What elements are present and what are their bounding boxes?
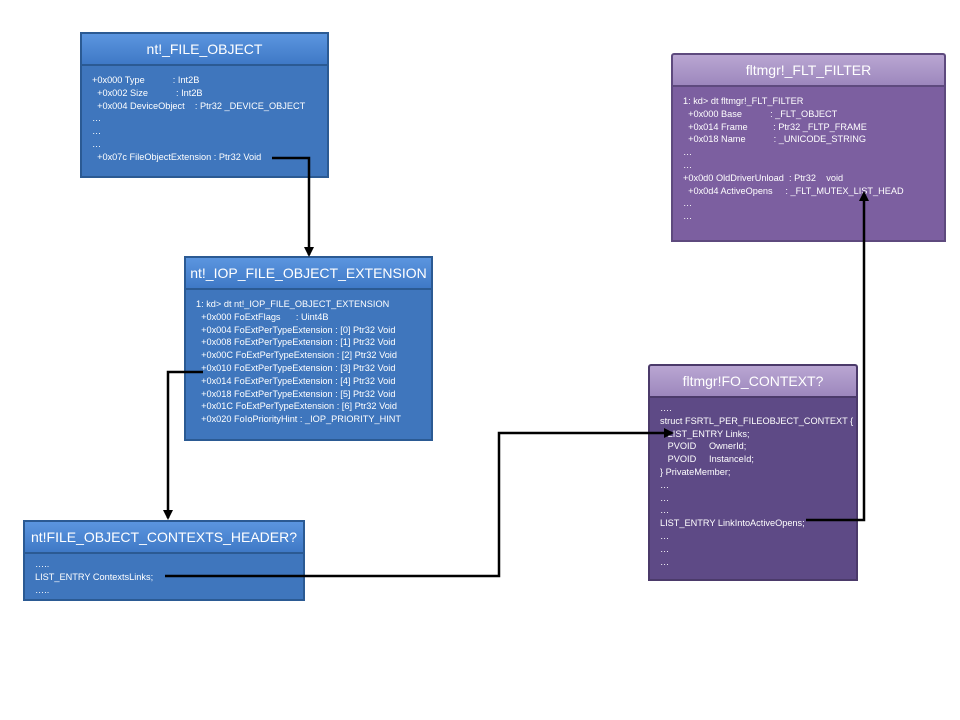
field-line: +0x014 FoExtPerTypeExtension : [4] Ptr32… (196, 375, 396, 386)
field-line: +0x010 FoExtPerTypeExtension : [3] Ptr32… (196, 362, 396, 373)
field-line: … (660, 556, 670, 567)
fo-context-title: fltmgr!FO_CONTEXT? (648, 364, 858, 396)
field-line: … (92, 126, 102, 137)
field-line: … (660, 479, 670, 490)
field-line: PVOID InstanceId; (660, 454, 754, 465)
field-line: … (683, 147, 693, 158)
flt-filter-box: fltmgr!_FLT_FILTER 1: kd> dt fltmgr!_FLT… (671, 53, 946, 242)
contexts-header-box: nt!FILE_OBJECT_CONTEXTS_HEADER? ….. LIST_… (23, 520, 305, 601)
field-line: +0x0d4 ActiveOpens : _FLT_MUTEX_LIST_HEA… (683, 185, 904, 196)
file-object-title: nt!_FILE_OBJECT (80, 32, 329, 64)
field-line: LIST_ENTRY LinkIntoActiveOpens; (660, 518, 805, 529)
field-line: +0x004 DeviceObject : Ptr32 _DEVICE_OBJE… (92, 100, 306, 111)
field-line: … (683, 198, 693, 209)
field-line: struct FSRTL_PER_FILEOBJECT_CONTEXT { (660, 415, 854, 426)
field-line: … (92, 113, 102, 124)
field-line: … (683, 159, 693, 170)
flt-filter-title: fltmgr!_FLT_FILTER (671, 53, 946, 85)
field-line: … (683, 211, 693, 222)
field-line: +0x014 Frame : Ptr32 _FLTP_FRAME (683, 121, 867, 132)
field-line: +0x018 FoExtPerTypeExtension : [5] Ptr32… (196, 388, 396, 399)
field-line: … (660, 530, 670, 541)
contexts-header-title: nt!FILE_OBJECT_CONTEXTS_HEADER? (23, 520, 305, 552)
field-line: +0x020 FoIoPriorityHint : _IOP_PRIORITY_… (196, 414, 402, 425)
field-line: +0x004 FoExtPerTypeExtension : [0] Ptr32… (196, 324, 396, 335)
field-line: … (660, 543, 670, 554)
field-line: +0x01C FoExtPerTypeExtension : [6] Ptr32… (196, 401, 397, 412)
field-line: +0x008 FoExtPerTypeExtension : [1] Ptr32… (196, 337, 396, 348)
field-line: PVOID OwnerId; (660, 441, 747, 452)
field-line: … (92, 138, 102, 149)
iop-extension-title: nt!_IOP_FILE_OBJECT_EXTENSION (184, 256, 433, 288)
connector-contextslinks-to-links (165, 428, 674, 578)
connector-linkintoactiveopens-to-activeopens (806, 191, 869, 522)
iop-extension-box: nt!_IOP_FILE_OBJECT_EXTENSION 1: kd> dt … (184, 256, 433, 441)
contexts-header-body: ….. LIST_ENTRY ContextsLinks; ….. (23, 552, 305, 601)
field-line: +0x0d0 OldDriverUnload : Ptr32 void (683, 172, 844, 183)
field-line: } PrivateMember; (660, 466, 731, 477)
field-line: ….. (35, 559, 50, 569)
field-line: …. (660, 403, 672, 413)
field-line: … (660, 505, 670, 516)
iop-extension-body: 1: kd> dt nt!_IOP_FILE_OBJECT_EXTENSION … (184, 288, 433, 441)
field-line: LIST_ENTRY ContextsLinks; (35, 571, 154, 582)
fo-context-body: ….struct FSRTL_PER_FILEOBJECT_CONTEXT { … (648, 396, 858, 581)
field-line: +0x002 Size : Int2B (92, 87, 203, 98)
connector-fileobjectextension-to-iop (272, 156, 314, 257)
field-line: +0x00C FoExtPerTypeExtension : [2] Ptr32… (196, 350, 397, 361)
fo-context-box: fltmgr!FO_CONTEXT? …. struct FSRTL_PER_FI… (648, 364, 858, 581)
field-line: … (660, 492, 670, 503)
field-line: +0x000 Type : Int2B (92, 75, 200, 85)
flt-filter-body: 1: kd> dt fltmgr!_FLT_FILTER +0x000 Base… (671, 85, 946, 242)
field-line: LIST_ENTRY Links; (660, 428, 750, 439)
field-line: 1: kd> dt fltmgr!_FLT_FILTER (683, 96, 804, 106)
field-line: +0x07c FileObjectExtension : Ptr32 Void (92, 151, 262, 162)
connector-pertype-to-contexts-header (163, 370, 203, 520)
field-line: 1: kd> dt nt!_IOP_FILE_OBJECT_EXTENSION (196, 299, 390, 309)
field-line: +0x000 Base : _FLT_OBJECT (683, 108, 838, 119)
field-line: +0x000 FoExtFlags : Uint4B (196, 311, 329, 322)
field-line: +0x018 Name : _UNICODE_STRING (683, 134, 867, 145)
field-line: ….. (35, 584, 50, 595)
